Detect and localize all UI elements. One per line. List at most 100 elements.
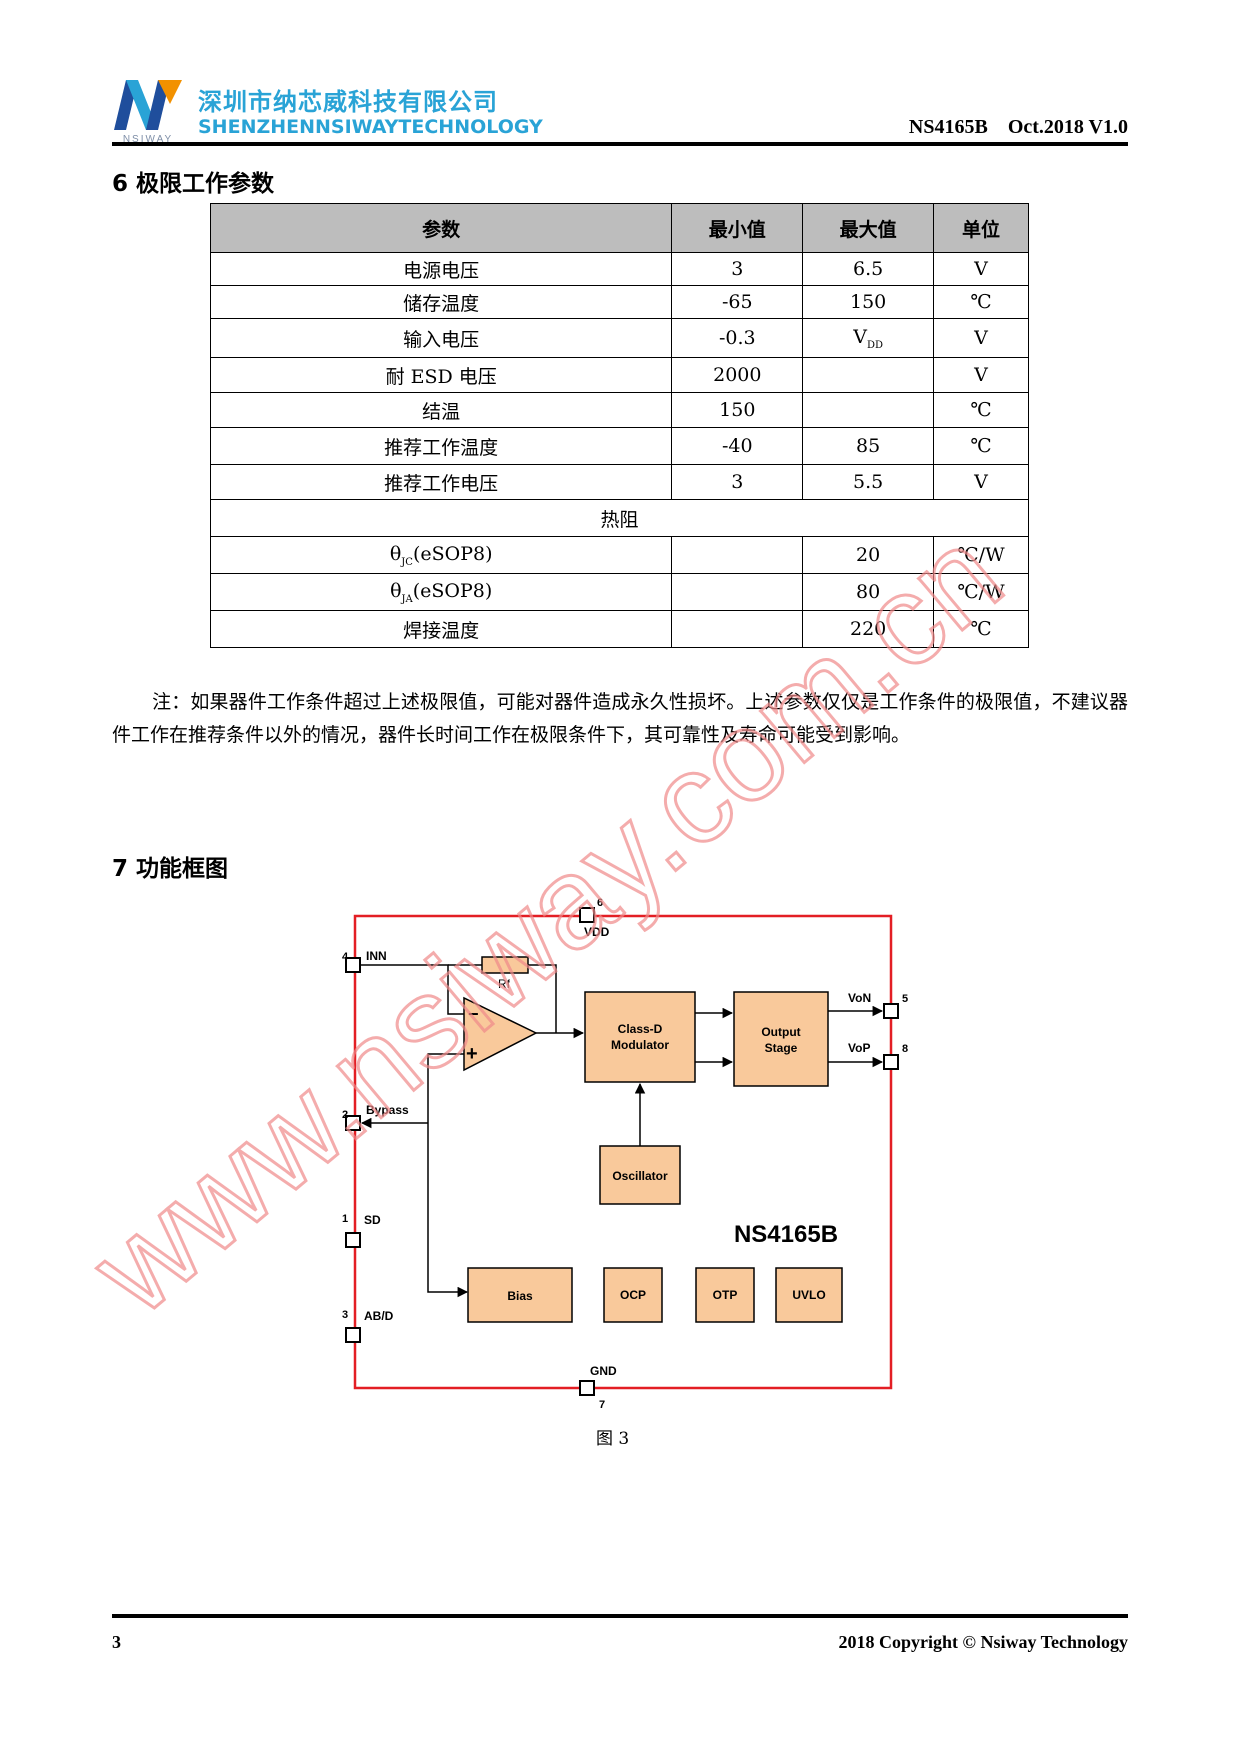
table-row: 焊接温度 220 ℃ — [209, 610, 1029, 648]
cell-min — [671, 536, 804, 574]
op-amp-plus: + — [466, 1043, 478, 1065]
cell-min: 3 — [671, 252, 804, 286]
cell-min — [671, 573, 804, 611]
class-d-modulator-block — [584, 991, 696, 1083]
pin-gnd-number: 7 — [599, 1399, 605, 1411]
figure-caption: 图 3 — [596, 1429, 630, 1449]
document-id: NS4165B Oct.2018 V1.0 — [908, 116, 1128, 138]
header-rule — [112, 142, 1128, 146]
limit-note-text: 注：如果器件工作条件超过上述极限值，可能对器件造成永久性损坏。上述参数仅仅是工作… — [112, 691, 1128, 746]
cell-min: 3 — [671, 464, 804, 500]
vdd-symbol: V — [853, 325, 867, 348]
cell-max: 20 — [802, 536, 935, 574]
copyright: 2018 Copyright © Nsiway Technology — [838, 1632, 1129, 1652]
cell-unit: ℃ — [933, 427, 1029, 465]
theta-symbol: θ — [390, 579, 402, 602]
table-row: 电源电压 3 6.5 V — [209, 252, 1029, 286]
wire-inn-to-minus — [360, 964, 464, 1015]
chip-outline — [353, 914, 893, 1390]
section-6-title: 6 极限工作参数 — [112, 171, 275, 197]
logo-text: NSIWAY — [123, 134, 173, 144]
page-number: 3 — [112, 1632, 121, 1652]
pin-abd-label: AB/D — [364, 1309, 394, 1323]
theta-subscript: JC — [401, 556, 413, 568]
cell-max: 220 — [802, 610, 935, 648]
oscillator-label: Oscillator — [612, 1169, 668, 1183]
pin-von-pad — [883, 1003, 899, 1019]
cell-max: 6.5 — [802, 252, 935, 286]
otp-label: OTP — [713, 1288, 738, 1302]
table-row: 结温 150 ℃ — [209, 392, 1029, 428]
pin-abd-number: 3 — [342, 1309, 348, 1321]
cell-min: -40 — [671, 427, 804, 465]
pin-vdd-label: VDD — [584, 925, 610, 939]
table-row: 储存温度 -65 150 ℃ — [209, 285, 1029, 319]
ocp-label: OCP — [620, 1288, 646, 1302]
cell-param: 耐 ESD 电压 — [209, 357, 673, 393]
vdd-subscript: DD — [866, 339, 884, 351]
cell-unit: V — [933, 357, 1029, 393]
cell-max: 85 — [802, 427, 935, 465]
cell-max — [802, 392, 935, 428]
ocp-block — [603, 1267, 663, 1323]
chip-name: NS4165B — [734, 1221, 838, 1248]
table-row: θJA(eSOP8) 80 ℃/W — [209, 573, 1029, 611]
cell-min: -65 — [671, 285, 804, 319]
cell-param: 电源电压 — [209, 252, 673, 286]
cell-unit: ℃/W — [933, 536, 1029, 574]
pin-gnd-pad — [579, 1380, 595, 1396]
pin-abd-pad — [345, 1327, 361, 1343]
limit-note: 注：如果器件工作条件超过上述极限值，可能对器件造成永久性损坏。上述参数仅仅是工作… — [112, 686, 1128, 752]
uvlo-block — [775, 1267, 843, 1323]
pin-vop-label: VoP — [848, 1041, 870, 1055]
bias-label: Bias — [507, 1289, 533, 1303]
section-thermal-resistance: 热阻 — [210, 499, 1029, 537]
cell-unit: ℃ — [933, 392, 1029, 428]
modulator-label-line1: Class-D — [618, 1022, 663, 1036]
pin-sd-label: SD — [364, 1213, 381, 1227]
company-name-en: SHENZHENNSIWAYTECHNOLOGY — [198, 116, 543, 138]
pin-vop-number: 8 — [902, 1043, 908, 1055]
rf-label: Rf — [498, 977, 511, 991]
pin-bypass-pad — [345, 1115, 361, 1131]
col-header-param: 参数 — [209, 203, 673, 253]
absolute-ratings-table: 参数 最小值 最大值 单位 电源电压 3 6.5 V 储存温度 -65 150 … — [209, 203, 1029, 648]
cell-min: 2000 — [671, 357, 804, 393]
cell-param: 推荐工作电压 — [209, 464, 673, 500]
modulator-label-line2: Modulator — [611, 1038, 669, 1052]
output-stage-label-line2: Stage — [765, 1041, 798, 1055]
cell-min: -0.3 — [671, 318, 804, 358]
table-row: 推荐工作电压 3 5.5 V — [209, 464, 1029, 500]
table-section-row: 热阻 — [210, 499, 1029, 537]
pin-bypass-label: Bypass — [366, 1103, 409, 1117]
cell-param: θJA(eSOP8) — [209, 573, 673, 611]
output-stage-label-line1: Output — [761, 1025, 800, 1039]
cell-param: 结温 — [209, 392, 673, 428]
bias-block — [467, 1267, 573, 1323]
functional-block-diagram: 4 INN 2 Bypass 1 SD 3 AB/D 6 VDD GND 7 V… — [342, 897, 908, 1411]
op-amp — [463, 996, 538, 1072]
table-row: 输入电压 -0.3 VDD V — [209, 318, 1029, 358]
table-header-row: 参数 最小值 最大值 单位 — [209, 203, 1029, 253]
pin-sd-number: 1 — [342, 1213, 348, 1225]
pin-vdd-pad — [579, 907, 595, 923]
pin-gnd-label: GND — [590, 1364, 617, 1378]
cell-max: 150 — [802, 285, 935, 319]
pin-von-number: 5 — [902, 993, 908, 1005]
table-row: 耐 ESD 电压 2000 V — [209, 357, 1029, 393]
cell-param: 储存温度 — [209, 285, 673, 319]
pin-vop-pad — [883, 1054, 899, 1070]
cell-unit: ℃ — [933, 610, 1029, 648]
pin-sd-pad — [345, 1232, 361, 1248]
op-amp-minus: − — [468, 1004, 479, 1024]
otp-block — [695, 1267, 755, 1323]
cell-param: θJC(eSOP8) — [209, 536, 673, 574]
cell-min — [671, 610, 804, 648]
wire-plus-input — [427, 1053, 464, 1123]
table-row: θJC(eSOP8) 20 ℃/W — [209, 536, 1029, 574]
cell-max: VDD — [802, 318, 935, 358]
package-label: (eSOP8) — [412, 542, 493, 565]
pin-bypass-number: 2 — [342, 1109, 348, 1121]
pin-vdd-number: 6 — [597, 897, 603, 909]
uvlo-label: UVLO — [792, 1288, 825, 1302]
